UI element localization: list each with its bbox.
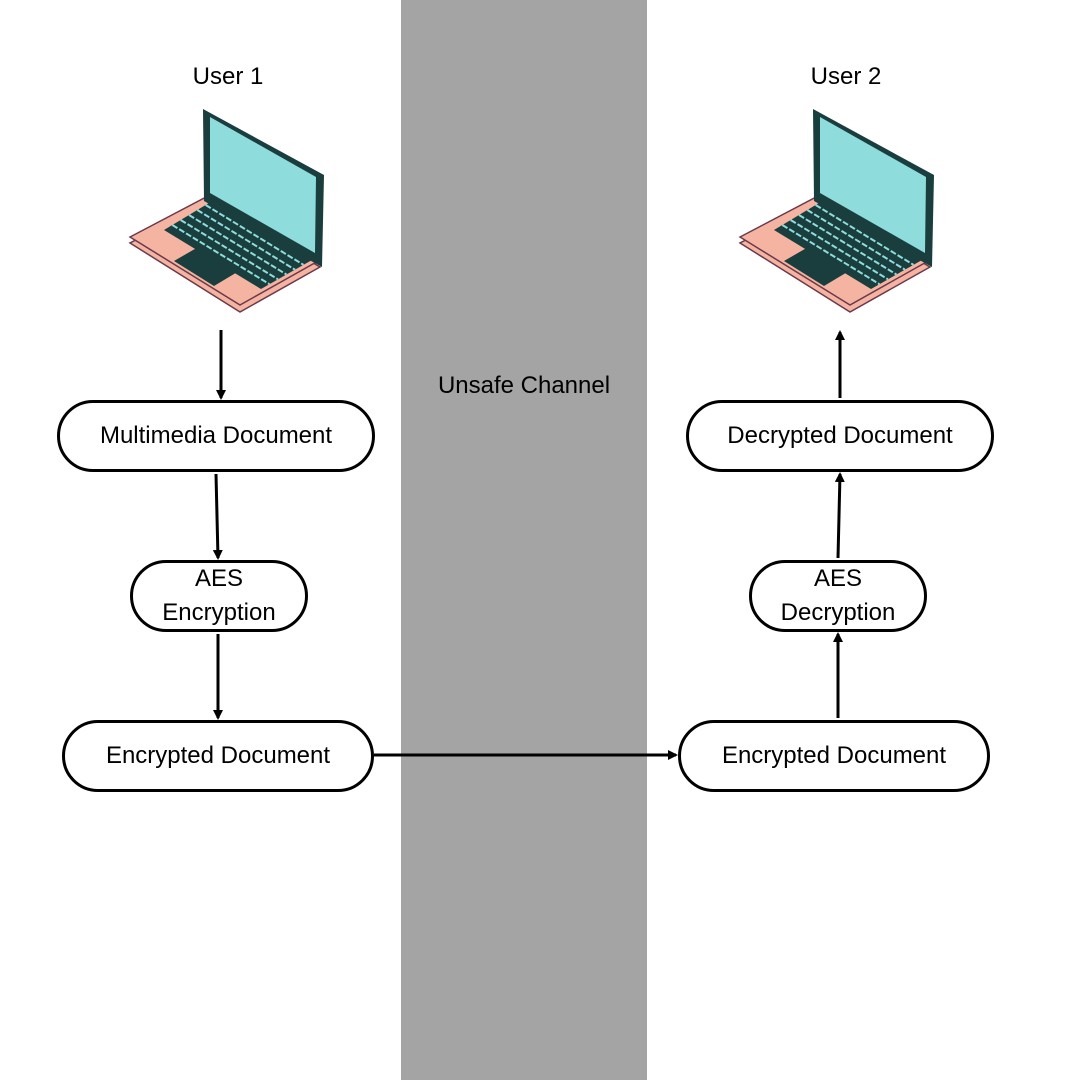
aes-encryption-label: AES Encryption (162, 565, 276, 626)
aes-decryption-node: AES Decryption (749, 560, 927, 632)
multimedia-document-label: Multimedia Document (99, 422, 333, 449)
unsafe-channel-label: Unsafe Channel (437, 372, 611, 399)
keyboard-key-row (815, 204, 915, 266)
keyboard-key-row (205, 204, 305, 266)
aes-encryption-node: AES Encryption (130, 560, 308, 632)
arrow-aes-decryption-to-decrypted (834, 472, 845, 559)
laptop-icon (128, 109, 324, 313)
keyboard-key-row (171, 224, 271, 286)
user-2-label: User 2 (810, 63, 882, 90)
keyboard-key-row (196, 209, 296, 271)
laptop-icon (738, 109, 934, 313)
encrypted-document-receiver-label: Encrypted Document (721, 742, 947, 769)
unsafe-channel-band (401, 0, 647, 1080)
keyboard-key-row (781, 224, 881, 286)
decrypted-document-label: Decrypted Document (727, 422, 953, 449)
arrow-multimedia-to-aes-encryption (212, 473, 223, 560)
aes-decryption-label: AES Decryption (780, 565, 896, 626)
encrypted-document-receiver-node: Encrypted Document (678, 720, 990, 792)
user-1-label: User 1 (192, 63, 264, 90)
keyboard-key-row (790, 219, 889, 281)
keyboard-key-row (798, 214, 898, 276)
decrypted-document-node: Decrypted Document (686, 400, 994, 472)
keyboard-key-row (806, 209, 906, 271)
encrypted-document-sender-node: Encrypted Document (62, 720, 374, 792)
encrypted-document-sender-label: Encrypted Document (105, 742, 331, 769)
multimedia-document-node: Multimedia Document (57, 400, 375, 472)
keyboard-key-row (188, 214, 288, 276)
keyboard-key-row (180, 219, 279, 281)
